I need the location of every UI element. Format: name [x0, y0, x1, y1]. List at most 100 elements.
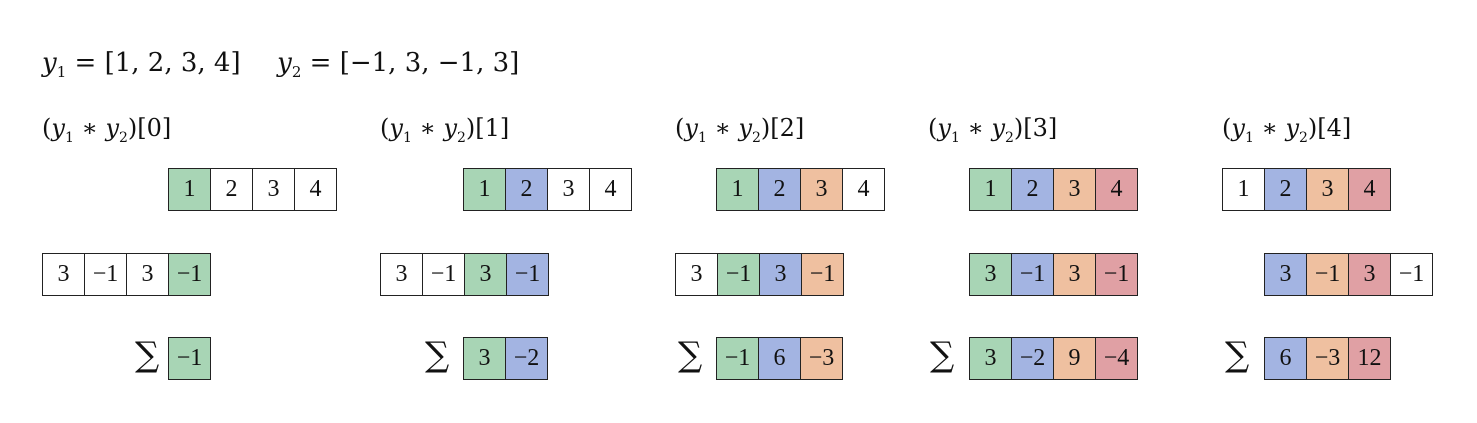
y2-flipped-row-cell: 3 — [1053, 253, 1096, 296]
title-a: y — [51, 114, 65, 142]
y1-row-cell: 2 — [505, 168, 548, 211]
title-op: ∗ — [73, 114, 106, 142]
y1-row-cell: 4 — [842, 168, 885, 211]
y1-row-cell: 3 — [1306, 168, 1349, 211]
title-open: ( — [1222, 114, 1232, 142]
sigma-icon: ∑ — [135, 335, 160, 375]
sigma-icon: ∑ — [930, 335, 955, 375]
y1-row-cell: 1 — [1222, 168, 1265, 211]
title-close: )[1] — [465, 114, 510, 142]
y2-flipped-row-cell: −1 — [717, 253, 760, 296]
title-b-sub: 2 — [119, 129, 128, 146]
sum-row-cell: −3 — [1306, 337, 1349, 380]
sum-row: 3−2 — [463, 337, 548, 380]
title-op: ∗ — [706, 114, 739, 142]
sum-row-cell: −3 — [800, 337, 843, 380]
y1-row-cell: 4 — [589, 168, 632, 211]
title-b-sub: 2 — [457, 129, 466, 146]
y2-flipped-row-cell: −1 — [168, 253, 211, 296]
y1-name: y — [42, 48, 57, 78]
sum-row-cell: −1 — [716, 337, 759, 380]
y1-row-cell: 1 — [463, 168, 506, 211]
title-op: ∗ — [1253, 114, 1286, 142]
y2-subscript: 2 — [291, 63, 302, 82]
y1-row-cell: 2 — [210, 168, 253, 211]
title-close: )[3] — [1013, 114, 1058, 142]
y2-flipped-row-cell: −1 — [1095, 253, 1138, 296]
y2-flipped-row-cell: −1 — [422, 253, 465, 296]
sum-row-cell: −2 — [505, 337, 548, 380]
title-close: )[2] — [760, 114, 805, 142]
title-a: y — [389, 114, 403, 142]
sum-row-cell: −2 — [1011, 337, 1054, 380]
y2-flipped-row-cell: −1 — [84, 253, 127, 296]
title-a: y — [684, 114, 698, 142]
y2-flipped-row-cell: 3 — [380, 253, 423, 296]
title-close: )[4] — [1307, 114, 1352, 142]
step-title: (y1 ∗ y2)[2] — [675, 114, 804, 146]
title-b-sub: 2 — [752, 129, 761, 146]
sum-row-cell: −1 — [168, 337, 211, 380]
y2-flipped-row-cell: −1 — [801, 253, 844, 296]
y2-flipped-row-cell: 3 — [464, 253, 507, 296]
y1-row-cell: 4 — [1095, 168, 1138, 211]
title-b: y — [105, 114, 119, 142]
y2-name: y — [277, 48, 292, 78]
sigma-icon: ∑ — [425, 335, 450, 375]
step-title: (y1 ∗ y2)[4] — [1222, 114, 1351, 146]
y1-row-cell: 2 — [758, 168, 801, 211]
title-a-sub: 1 — [950, 129, 960, 146]
y2-flipped-row-cell: 3 — [1348, 253, 1391, 296]
title-a-sub: 1 — [1244, 129, 1254, 146]
title-open: ( — [675, 114, 685, 142]
step-title: (y1 ∗ y2)[3] — [928, 114, 1057, 146]
y1-value: = [1, 2, 3, 4] — [74, 48, 241, 78]
title-b: y — [991, 114, 1005, 142]
title-op: ∗ — [411, 114, 444, 142]
y1-row-cell: 3 — [547, 168, 590, 211]
y2-flipped-row-cell: 3 — [759, 253, 802, 296]
sigma-icon: ∑ — [1225, 335, 1250, 375]
y1-row-cell: 1 — [168, 168, 211, 211]
y1-row-cell: 4 — [1348, 168, 1391, 211]
sum-row-cell: 3 — [969, 337, 1012, 380]
sum-row-cell: 9 — [1053, 337, 1096, 380]
y1-row-cell: 2 — [1011, 168, 1054, 211]
sum-row: −1 — [168, 337, 211, 380]
y2-flipped-row-cell: 3 — [675, 253, 718, 296]
title-open: ( — [380, 114, 390, 142]
sum-row-cell: 12 — [1348, 337, 1391, 380]
y2-flipped-row-cell: 3 — [42, 253, 85, 296]
title-b-sub: 2 — [1299, 129, 1308, 146]
sigma-icon: ∑ — [678, 335, 703, 375]
title-a: y — [1231, 114, 1245, 142]
y2-value: = [−1, 3, −1, 3] — [309, 48, 520, 78]
y1-subscript: 1 — [56, 63, 67, 82]
title-a-sub: 1 — [697, 129, 707, 146]
title-open: ( — [42, 114, 52, 142]
title-a: y — [937, 114, 951, 142]
y2-flipped-row-cell: 3 — [969, 253, 1012, 296]
title-open: ( — [928, 114, 938, 142]
sum-row-cell: 6 — [1264, 337, 1307, 380]
title-b: y — [1285, 114, 1299, 142]
y2-flipped-row-cell: 3 — [126, 253, 169, 296]
y1-row-cell: 1 — [969, 168, 1012, 211]
title-a-sub: 1 — [402, 129, 412, 146]
y1-row-cell: 3 — [252, 168, 295, 211]
step-title: (y1 ∗ y2)[1] — [380, 114, 509, 146]
y2-flipped-row-cell: −1 — [506, 253, 549, 296]
step-title: (y1 ∗ y2)[0] — [42, 114, 171, 146]
sum-row-cell: 6 — [758, 337, 801, 380]
